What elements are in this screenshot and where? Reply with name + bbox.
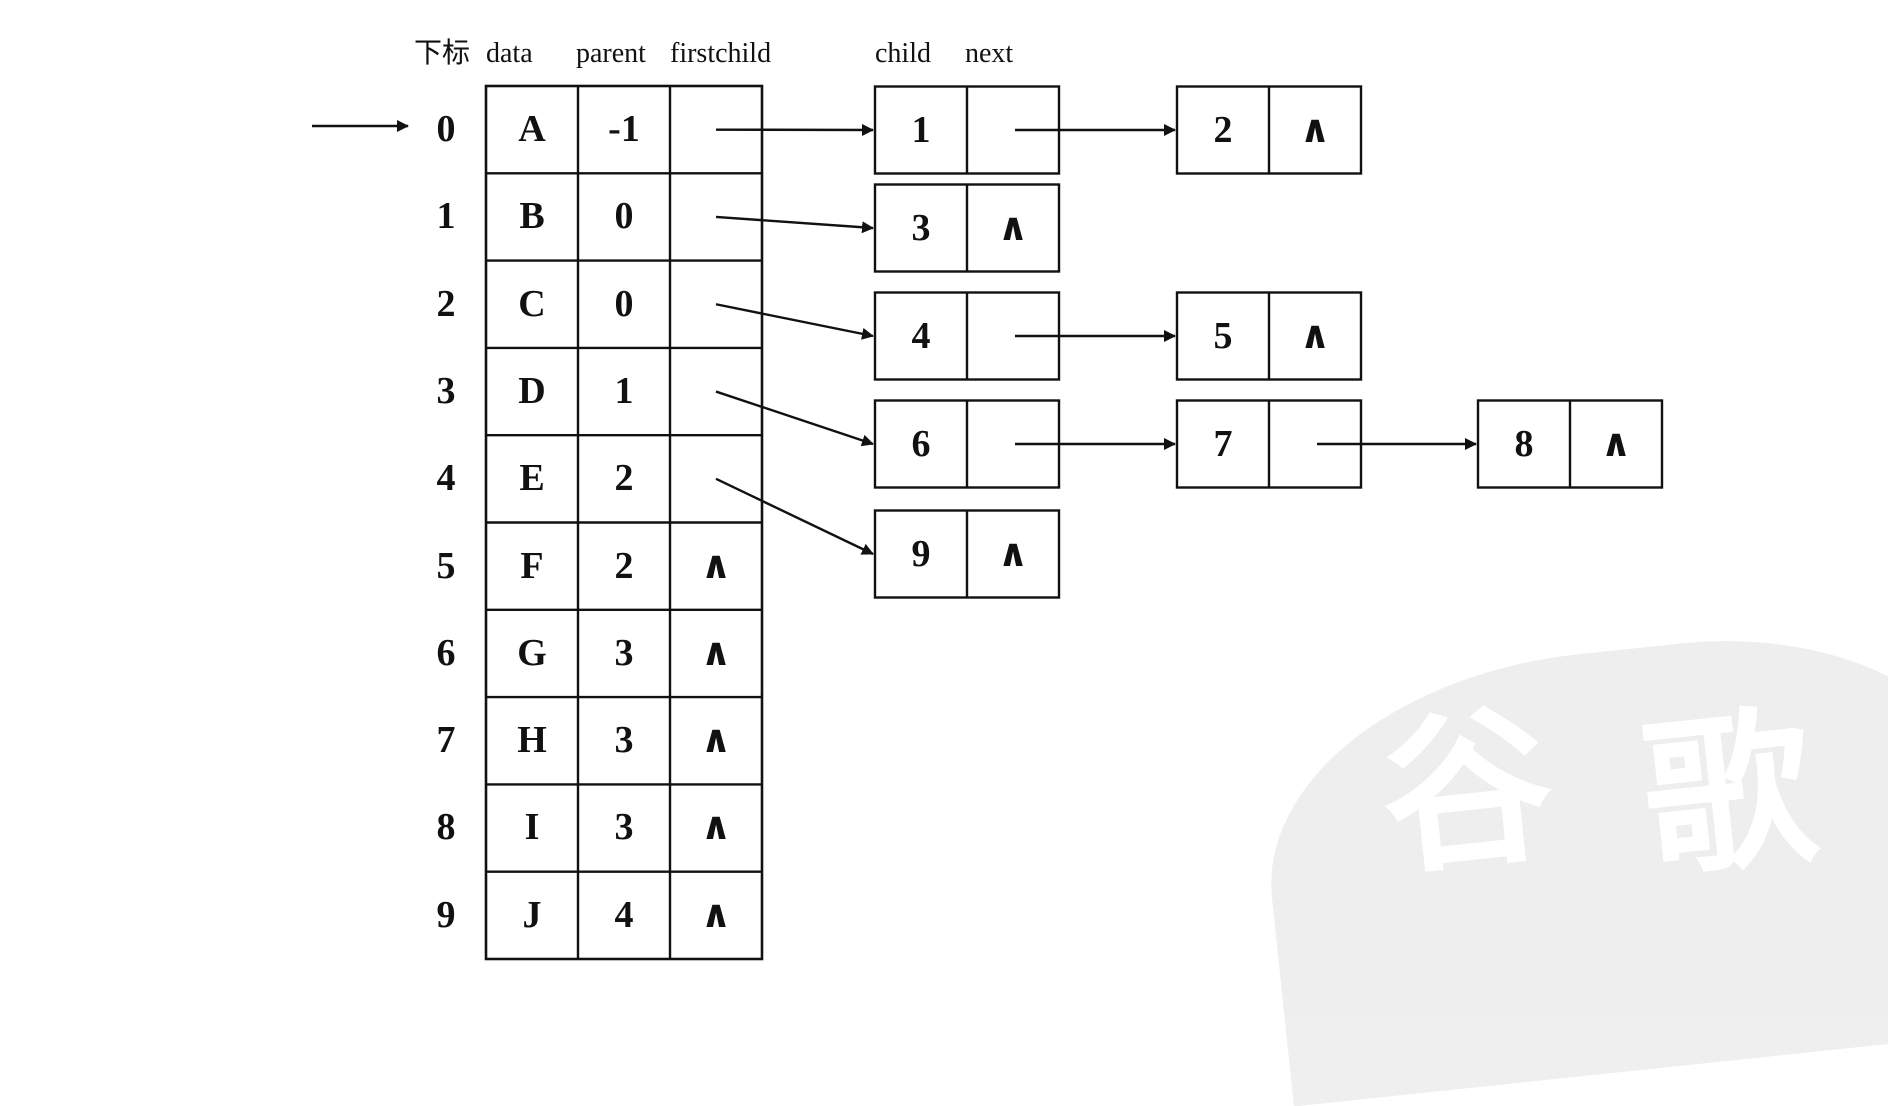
firstchild-pointer-arrow bbox=[716, 217, 873, 228]
tree-child-representation-diagram: 谷 歌 下标 data parent firstchild child next… bbox=[0, 0, 1888, 994]
firstchild-pointer-arrow bbox=[716, 304, 873, 336]
firstchild-pointer-arrow bbox=[716, 479, 873, 554]
diagram-lines bbox=[0, 0, 1888, 994]
